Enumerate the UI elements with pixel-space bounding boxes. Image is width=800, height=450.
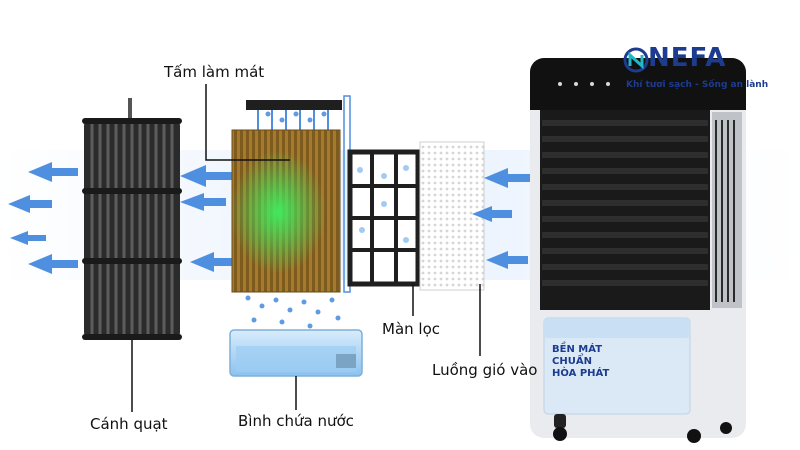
air-cooler-product	[530, 58, 746, 443]
product-panel-text: BỀN MÁT CHUẨN HÒA PHÁT	[552, 344, 620, 380]
brand-slogan: Khí tươi sạch - Sống an lành	[626, 80, 769, 90]
label-filter: Màn lọc	[382, 320, 441, 338]
panel-text-line-2: CHUẨN	[552, 356, 592, 367]
cooling-pad	[230, 129, 341, 293]
airflow-arrow-icon	[10, 231, 46, 245]
water-pipe	[246, 100, 342, 110]
leader-lines	[131, 84, 481, 412]
pipe-drips	[257, 110, 329, 130]
panel-text-line-1: BỀN MÁT	[552, 344, 603, 355]
airflow-arrow-icon	[28, 162, 78, 182]
mesh-filter	[419, 141, 485, 291]
panel-text-line-3: HÒA PHÁT	[552, 368, 610, 379]
label-cooling-pad: Tấm làm mát	[164, 63, 265, 81]
label-fan: Cánh quạt	[90, 415, 168, 433]
fan-cylinder	[82, 98, 182, 340]
brand-logo-icon	[623, 47, 649, 73]
airflow-arrow-icon	[486, 251, 528, 269]
brand-name: NEFA	[648, 43, 727, 73]
water-tank	[229, 329, 363, 377]
airflow-arrow-icon	[28, 254, 78, 274]
airflow-arrow-icon	[8, 195, 52, 213]
airflow-in-arrows	[472, 168, 530, 269]
label-airflow-in: Luồng gió vào	[432, 361, 538, 379]
filter-grid	[347, 149, 421, 287]
airflow-arrow-icon	[484, 168, 530, 188]
water-drops	[245, 111, 341, 329]
airflow-arrow-icon	[472, 206, 512, 222]
airflow-arrow-icon	[180, 193, 226, 211]
airflow-arrow-icon	[180, 165, 232, 187]
label-water-tank: Bình chứa nước	[238, 412, 354, 430]
airflow-arrow-icon	[190, 252, 238, 272]
airflow-out-arrows	[8, 162, 238, 274]
